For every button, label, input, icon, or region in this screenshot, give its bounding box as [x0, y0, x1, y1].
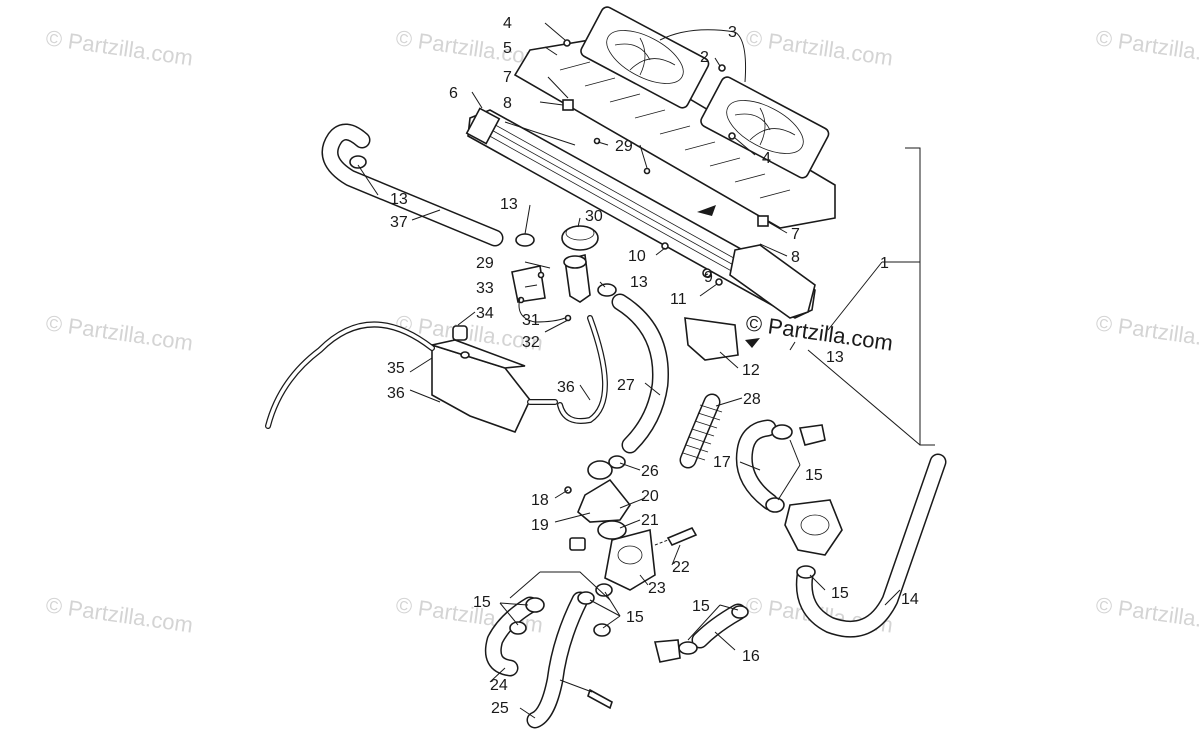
watermark: © Partzilla.com	[44, 592, 194, 637]
overflow-bottle	[428, 325, 531, 433]
thermostat-assembly	[564, 455, 698, 591]
callout: 4	[503, 15, 512, 32]
watermark: © Partzilla.com	[44, 25, 194, 70]
callout: 30	[585, 208, 603, 225]
callout: 20	[641, 488, 659, 505]
callout: 1	[880, 255, 889, 272]
callout: 15	[692, 598, 710, 615]
leader-lines	[357, 22, 935, 719]
hose-24	[484, 596, 545, 677]
callout: 8	[791, 249, 800, 266]
callout: 29	[476, 255, 494, 272]
hose-14	[795, 453, 947, 638]
callout: 11	[670, 291, 687, 308]
overflow-tubes	[265, 315, 608, 429]
watermark: © Partzilla.com	[1094, 592, 1200, 637]
callout: 26	[641, 463, 659, 480]
upper-hose	[321, 123, 504, 247]
callout: 21	[641, 512, 659, 529]
callout: 17	[713, 454, 731, 471]
callout: 10	[628, 248, 646, 265]
bracket-12	[684, 317, 760, 361]
watermark: © Partzilla.com	[1094, 310, 1200, 355]
callout: 33	[476, 280, 494, 297]
callout: 37	[390, 214, 408, 231]
callout: 2	[700, 49, 709, 66]
callout: 8	[503, 95, 512, 112]
callout: 3	[728, 24, 737, 41]
callout: 36	[557, 379, 575, 396]
callout: 13	[826, 349, 844, 366]
callout: 6	[449, 85, 458, 102]
callout: 29	[615, 138, 633, 155]
hose-28-corrugated	[679, 393, 723, 469]
callout: 24	[490, 677, 508, 694]
callout: 7	[503, 69, 512, 86]
watermark-center: © Partzilla.com	[744, 310, 894, 355]
callout: 27	[617, 377, 635, 394]
water-pump-assembly	[735, 419, 843, 556]
callout: 19	[531, 517, 549, 534]
filler-neck-assembly	[511, 225, 617, 322]
callout: 25	[491, 700, 509, 717]
watermark: © Partzilla.com	[1094, 25, 1200, 70]
callout: 13	[630, 274, 648, 291]
callout: 7	[791, 226, 800, 243]
callout: 15	[473, 594, 491, 611]
callout: 16	[742, 648, 760, 665]
callout: 32	[522, 334, 540, 351]
callout: 34	[476, 305, 494, 322]
watermark: © Partzilla.com	[744, 25, 894, 70]
callout: 13	[500, 196, 518, 213]
hose-25	[526, 583, 613, 729]
callout: 28	[743, 391, 761, 408]
watermark: © Partzilla.com	[44, 310, 194, 355]
callout: 4	[762, 150, 771, 167]
hose-27	[611, 293, 669, 454]
callout: 36	[387, 385, 405, 402]
radiator-assembly	[465, 6, 836, 319]
callout: 5	[503, 40, 512, 57]
cooling-fan-upper	[580, 6, 710, 109]
callout: 35	[387, 360, 405, 377]
callout: 13	[390, 191, 408, 208]
callout: 22	[672, 559, 690, 576]
callout: 12	[742, 362, 760, 379]
callout: 14	[901, 591, 919, 608]
callout: 15	[626, 609, 644, 626]
callout: 31	[522, 312, 540, 329]
callout: 15	[805, 467, 823, 484]
callout: 18	[531, 492, 549, 509]
callout: 9	[704, 269, 713, 286]
callout-labels: 1 2 3 4 4 5 6 7 7 8 8 9 10 11 12 13 13 1…	[387, 15, 919, 717]
callout: 15	[831, 585, 849, 602]
callout: 23	[648, 580, 666, 597]
